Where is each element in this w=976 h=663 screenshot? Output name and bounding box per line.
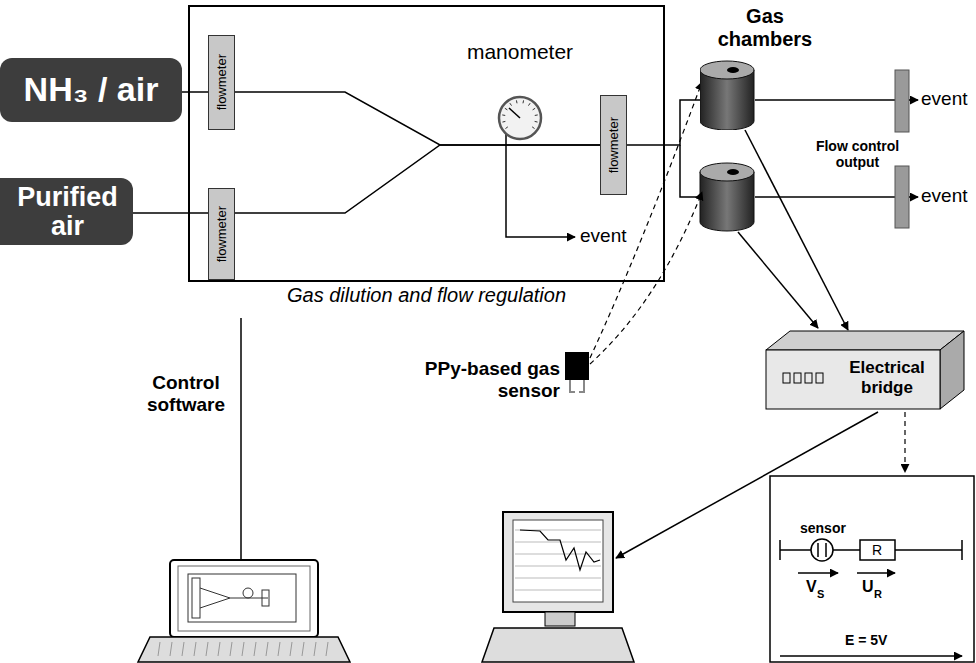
flowmeter-box: flowmeter bbox=[208, 35, 235, 130]
gas-source-box: Purified air bbox=[0, 178, 133, 245]
shape bbox=[515, 578, 601, 579]
monitor bbox=[482, 512, 634, 662]
shape bbox=[522, 100, 524, 103]
shape bbox=[302, 642, 304, 656]
electrical-bridge: Electrical bridge bbox=[765, 330, 965, 410]
shape bbox=[515, 566, 601, 567]
flow-control-bar bbox=[895, 166, 909, 228]
shape bbox=[502, 114, 505, 116]
label-text: E = 5V bbox=[845, 632, 887, 648]
shape bbox=[242, 642, 244, 656]
node-text: Gas chambers bbox=[710, 5, 820, 51]
shape bbox=[326, 642, 328, 656]
circuit-schematic bbox=[770, 476, 974, 662]
sensor-icon bbox=[565, 352, 589, 392]
gas-line bbox=[755, 196, 895, 198]
shape bbox=[805, 373, 812, 383]
dashed-leader bbox=[590, 192, 702, 364]
node-text: manometer bbox=[462, 40, 578, 64]
shape bbox=[505, 108, 508, 110]
shape bbox=[314, 642, 316, 656]
gas-line bbox=[680, 145, 700, 197]
node-text: flowmeter bbox=[214, 54, 229, 110]
laptop bbox=[138, 560, 350, 662]
shape bbox=[794, 373, 801, 383]
connector bbox=[133, 212, 208, 214]
shape bbox=[254, 642, 256, 656]
shape bbox=[727, 67, 739, 73]
shape bbox=[783, 373, 790, 383]
shape bbox=[766, 350, 940, 409]
node-text: flowmeter bbox=[606, 117, 621, 173]
shape bbox=[505, 127, 507, 129]
connector bbox=[182, 91, 208, 93]
shape bbox=[278, 642, 280, 656]
gas-source-box: NH₃ / air bbox=[0, 58, 182, 122]
label-text: event bbox=[921, 185, 967, 207]
signal-line bbox=[506, 133, 575, 237]
shape bbox=[535, 121, 538, 123]
shape bbox=[266, 642, 268, 656]
connector bbox=[235, 145, 600, 213]
shape bbox=[509, 108, 520, 118]
shape bbox=[535, 114, 538, 116]
label-text: Flow control output bbox=[800, 138, 915, 170]
shape bbox=[499, 97, 541, 139]
shape bbox=[510, 103, 512, 105]
shape bbox=[194, 642, 196, 656]
node-text: Purified air bbox=[9, 183, 127, 240]
shape bbox=[206, 642, 208, 656]
dashed-leader bbox=[590, 82, 702, 358]
node-text: Gas dilution and flow regulation bbox=[190, 284, 663, 307]
shape bbox=[502, 121, 505, 123]
label-text: sensor bbox=[800, 520, 846, 536]
shape bbox=[170, 642, 172, 656]
shape bbox=[290, 642, 292, 656]
event-arrow bbox=[909, 196, 918, 198]
manometer-gauge: manometer bbox=[462, 38, 578, 144]
shape bbox=[766, 331, 964, 350]
gas-chamber bbox=[700, 163, 754, 231]
node-text: Electrical bridge bbox=[835, 358, 939, 398]
shape bbox=[700, 61, 754, 79]
shape bbox=[533, 108, 536, 110]
label-text: V bbox=[806, 578, 817, 596]
shape bbox=[528, 103, 530, 105]
flowmeter-box: flowmeter bbox=[600, 95, 627, 195]
label-text: event bbox=[580, 225, 626, 247]
shape bbox=[515, 542, 601, 543]
label-text: R bbox=[872, 542, 882, 558]
shape bbox=[532, 127, 534, 129]
flow-control-bar bbox=[895, 70, 909, 132]
flowmeter-box: flowmeter bbox=[208, 188, 235, 280]
shape bbox=[182, 642, 184, 656]
connector bbox=[235, 92, 600, 145]
gas-line bbox=[755, 99, 895, 101]
control-line bbox=[240, 318, 242, 560]
connector bbox=[745, 130, 848, 330]
shape bbox=[218, 642, 220, 656]
label-text: R bbox=[874, 588, 882, 601]
shape bbox=[158, 642, 160, 656]
node-text: flowmeter bbox=[214, 206, 229, 262]
signal-line bbox=[738, 232, 818, 328]
shape bbox=[230, 642, 232, 656]
node-text: NH₃ / air bbox=[24, 72, 159, 108]
gas-chamber: Gas chambers bbox=[700, 5, 820, 130]
label-text: U bbox=[862, 578, 874, 596]
label-text: event bbox=[921, 88, 967, 110]
label-text: PPy-based gas sensor bbox=[420, 358, 560, 402]
shape bbox=[515, 590, 601, 591]
label-text: S bbox=[817, 588, 824, 601]
dashed-leader bbox=[904, 412, 905, 472]
shape bbox=[940, 331, 964, 409]
shape bbox=[816, 373, 823, 383]
shape bbox=[516, 100, 518, 103]
label-text: Control software bbox=[140, 372, 232, 416]
event-arrow bbox=[909, 99, 918, 101]
